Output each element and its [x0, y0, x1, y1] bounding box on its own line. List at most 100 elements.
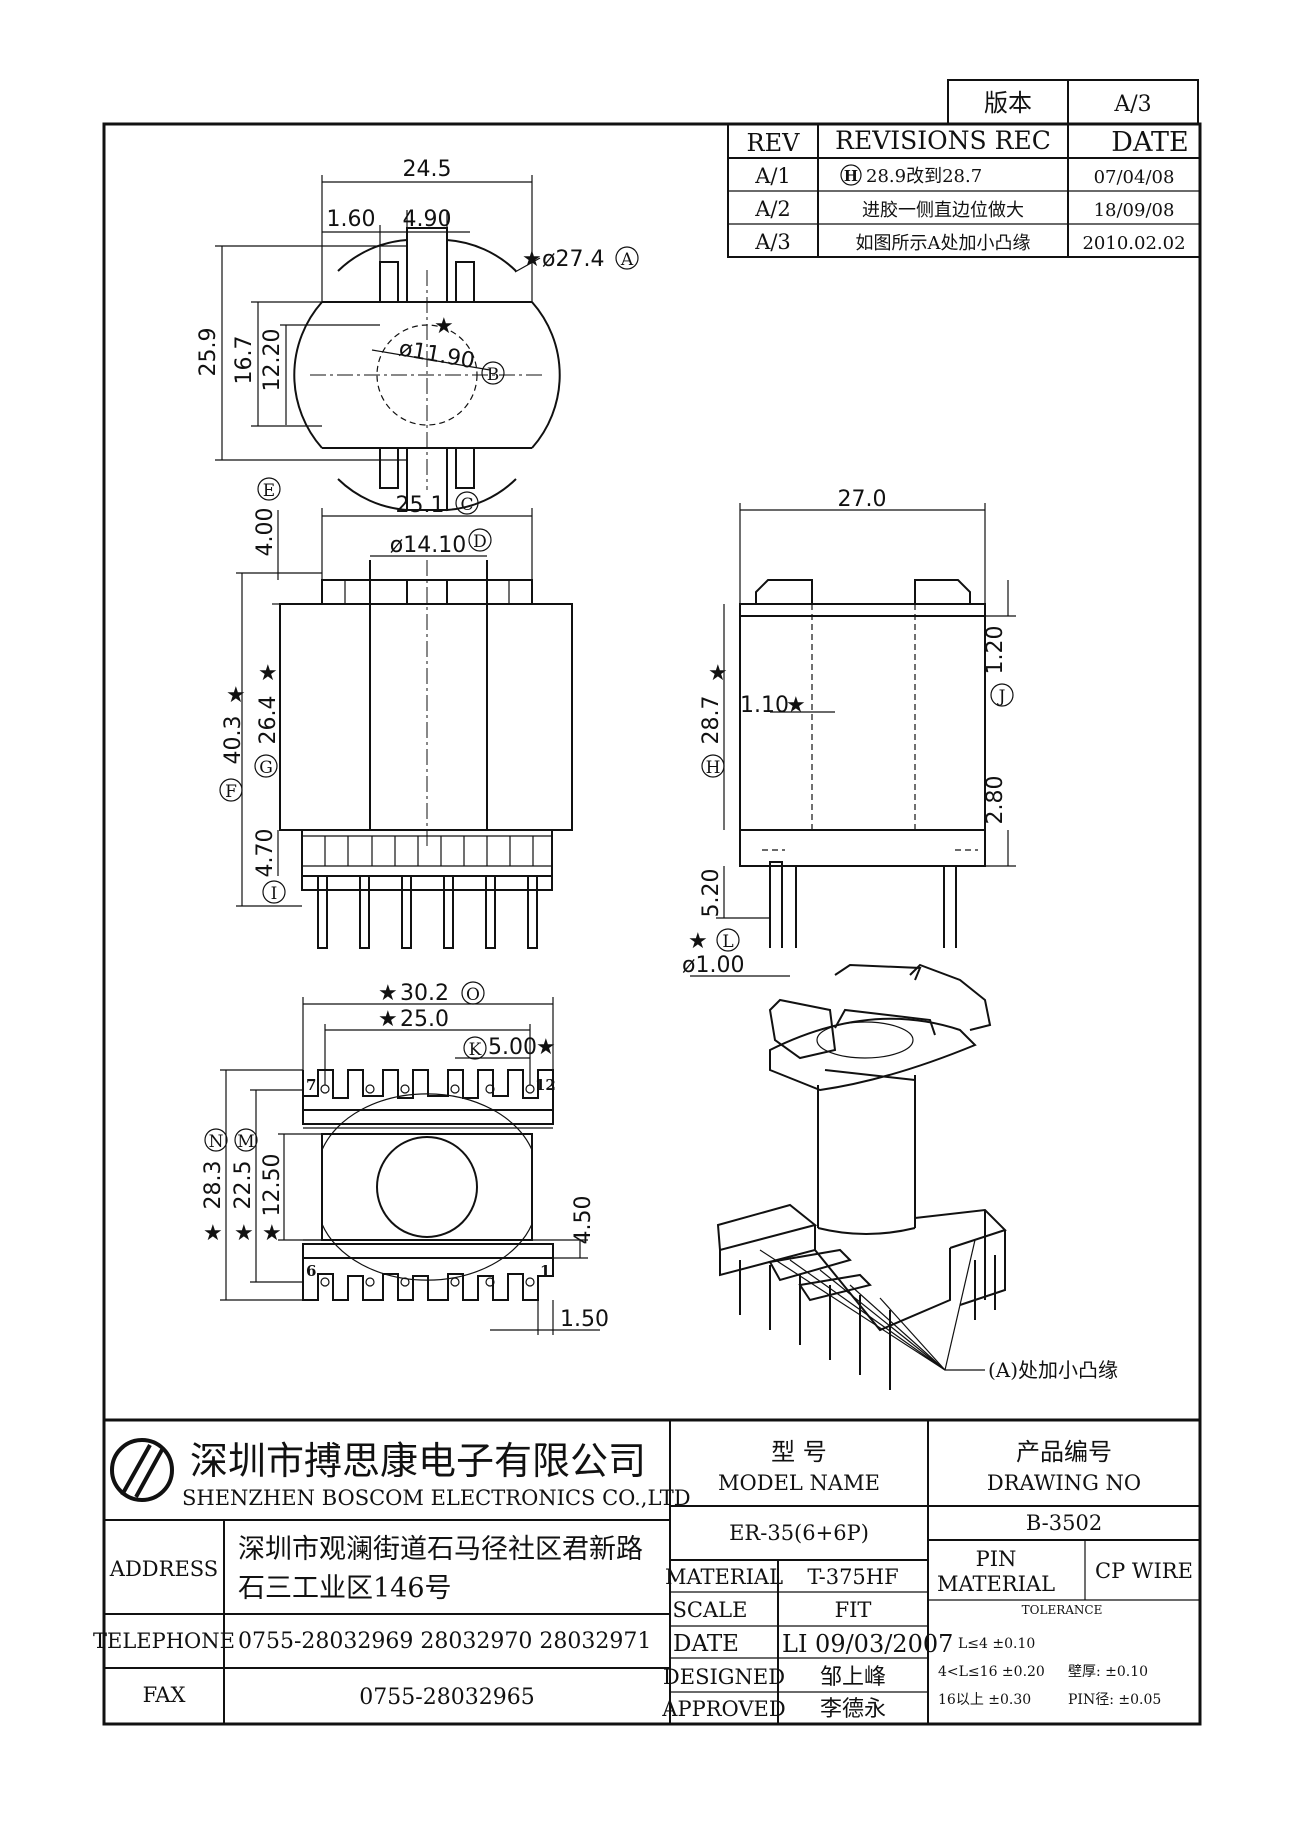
model-label-cn: 型 号	[771, 1438, 827, 1466]
front-view: 25.1 C ø14.10 D E 4.00 ★ 40.3 F ★ 26.4 G…	[219, 477, 573, 949]
rev-a1: A/1	[754, 164, 791, 188]
tolerance-label: TOLERANCE	[1022, 1603, 1103, 1617]
drawing-label-en: DRAWING NO	[987, 1471, 1141, 1495]
drawing-label-cn: 产品编号	[1016, 1438, 1112, 1466]
star-n: ★	[203, 1221, 223, 1246]
dim-winding: 26.4	[256, 696, 281, 745]
dim-height-side: 28.7	[699, 696, 724, 745]
isometric-view: (A)处加小凸缘	[716, 963, 1118, 1390]
rev-a1-desc: 28.9改到28.7	[866, 166, 982, 187]
date-label: DATE	[673, 1631, 739, 1657]
dim-h-in-bottom: 12.50	[260, 1154, 285, 1217]
tolerance-2: 4<L≤16 ±0.20	[938, 1664, 1045, 1680]
mark-j: J	[997, 687, 1006, 707]
iso-note: (A)处加小凸缘	[988, 1358, 1118, 1382]
material-value: T-375HF	[807, 1565, 898, 1589]
date-header: DATE	[1111, 127, 1188, 158]
rev-header: REV	[747, 129, 801, 157]
dim-top-flange: 1.20	[983, 626, 1008, 675]
mark-i: I	[271, 884, 278, 904]
dim-slot: 4.50	[571, 1196, 596, 1245]
dim-base-side: 2.80	[983, 776, 1008, 825]
pin-holes	[320, 1084, 535, 1287]
star-h: ★	[708, 661, 728, 686]
mark-e: E	[263, 481, 275, 501]
star-f: ★	[226, 683, 246, 708]
title-block: 深圳市搏思康电子有限公司 SHENZHEN BOSCOM ELECTRONICS…	[93, 1418, 1200, 1724]
mark-k: K	[469, 1040, 482, 1060]
address-line-1: 深圳市观澜街道石马径社区君新路	[238, 1534, 643, 1565]
dim-span: 30.2	[400, 981, 449, 1006]
mark-m: M	[237, 1132, 254, 1152]
mark-n: N	[209, 1132, 224, 1152]
mark-d: D	[473, 532, 487, 552]
address-label: ADDRESS	[109, 1557, 218, 1581]
star-o: ★	[378, 981, 398, 1006]
version-label: 版本	[984, 89, 1032, 117]
tolerance-1: L≤4 ±0.10	[958, 1636, 1035, 1652]
dim-total-front: 40.3	[221, 716, 246, 765]
pin-label-1: 1	[540, 1262, 550, 1280]
dim-h-total-bottom: 28.3	[201, 1161, 226, 1210]
pin-material-value: CP WIRE	[1095, 1559, 1193, 1583]
company-logo	[110, 1438, 174, 1502]
dim-width-top: 24.5	[403, 157, 452, 182]
revisions-table: REV REVISIONS REC DATE A/1 H 28.9改到28.7 …	[727, 123, 1201, 258]
star-12: ★	[262, 1221, 282, 1246]
dim-h-mid-bottom: 22.5	[231, 1161, 256, 1210]
star-a: ★	[522, 247, 542, 272]
scale-label: SCALE	[673, 1598, 748, 1622]
mark-h: H	[706, 758, 721, 778]
mark-c: C	[460, 495, 473, 515]
rev-a3-desc: 如图所示A处加小凸缘	[856, 233, 1031, 254]
dim-flange: 4.00	[253, 508, 278, 557]
pin-label-7: 7	[306, 1076, 316, 1094]
mark-b: B	[487, 365, 500, 385]
rev-a2-date: 18/09/08	[1094, 200, 1175, 221]
side-view: 27.0 1.10 ★ ★ 28.7 H 1.20 J 2.80 5.20 ★ …	[682, 487, 1016, 978]
dim-edge: 1.50	[560, 1307, 609, 1332]
approved-label: APPROVED	[661, 1697, 785, 1721]
dim-width-front: 25.1	[396, 493, 445, 518]
telephone-value: 0755-28032969 28032970 28032971	[238, 1629, 651, 1654]
dim-pitch-total: 25.0	[400, 1007, 449, 1032]
mark-l: L	[722, 932, 733, 952]
dim-h-total-top: 25.9	[196, 328, 221, 377]
version-value: A/3	[1113, 92, 1151, 117]
dim-width-side: 27.0	[838, 487, 887, 512]
pin-tolerance: PIN径: ±0.05	[1068, 1692, 1161, 1708]
dim-pin-dia: ø1.00	[682, 953, 744, 978]
star-l: ★	[688, 929, 708, 954]
telephone-label: TELEPHONE	[93, 1629, 235, 1653]
wall-tolerance: 壁厚: ±0.10	[1068, 1664, 1148, 1680]
fax-label: FAX	[143, 1683, 186, 1707]
star-25: ★	[378, 1007, 398, 1032]
date-value: LI 09/03/2007	[782, 1630, 953, 1658]
company-name-cn: 深圳市搏思康电子有限公司	[190, 1439, 646, 1483]
mark-f: F	[225, 782, 237, 802]
designed-value: 邹上峰	[820, 1665, 886, 1690]
dim-base-front: 4.70	[253, 829, 278, 878]
drawing-no: B-3502	[1026, 1511, 1102, 1535]
mark-a: A	[620, 250, 634, 270]
material-label: MATERIAL	[665, 1565, 783, 1589]
rev-a3-date: 2010.02.02	[1082, 233, 1185, 254]
dim-wall: 1.10	[740, 693, 789, 718]
mark-o: O	[466, 985, 480, 1005]
rev-a1-mark: H	[844, 167, 858, 185]
revisions-header: REVISIONS REC	[835, 126, 1051, 155]
dim-pitch: 5.00	[488, 1035, 537, 1060]
dim-bore: ø14.10	[390, 533, 466, 558]
scale-value: FIT	[835, 1598, 872, 1622]
rev-a2: A/2	[754, 197, 791, 221]
pin-label-12: 12	[535, 1076, 556, 1094]
designed-label: DESIGNED	[663, 1665, 785, 1689]
model-value: ER-35(6+6P)	[729, 1521, 869, 1545]
drawing-frame	[102, 122, 1202, 1726]
iso-pins	[739, 1255, 996, 1390]
rev-a3: A/3	[754, 230, 791, 254]
star-b: ★	[434, 314, 454, 339]
dim-pin-len: 5.20	[699, 869, 724, 918]
model-label-en: MODEL NAME	[718, 1471, 880, 1495]
pin-material-label-2: MATERIAL	[937, 1572, 1055, 1596]
